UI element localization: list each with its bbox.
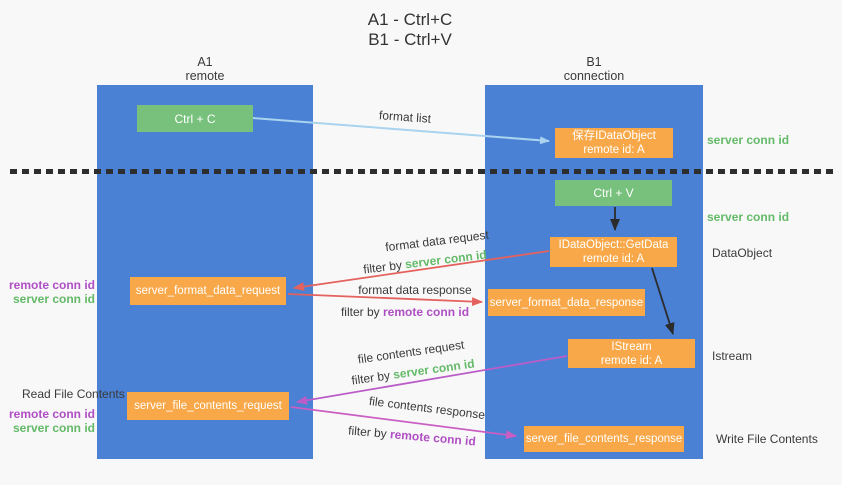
lane-b1-id: B1 xyxy=(586,55,602,69)
lane-b1-role: connection xyxy=(563,69,625,83)
node-format-response-label: server_format_data_response xyxy=(489,296,644,309)
remote-conn-id-term: remote conn id xyxy=(383,305,470,319)
annotation-conn-ids-file: remote conn id server conn id xyxy=(0,407,95,435)
node-save-idataobject: 保存IDataObject remote id: A xyxy=(555,128,673,158)
annotation-server-conn-id-2: server conn id xyxy=(12,421,95,435)
annotation-remote-conn-id-1: remote conn id xyxy=(8,278,95,292)
node-ctrl-v: Ctrl + V xyxy=(555,180,672,206)
annotation-server-conn-id-mid-right: server conn id xyxy=(707,210,790,224)
filter-by-text: filter by xyxy=(347,423,388,441)
filter-by-text: filter by xyxy=(362,257,403,277)
node-server-file-contents-response: server_file_contents_response xyxy=(524,426,684,452)
annotation-remote-conn-id-2: remote conn id xyxy=(8,407,95,421)
remote-conn-id-term: remote conn id xyxy=(389,427,477,449)
node-ctrl-c-label: Ctrl + C xyxy=(174,111,216,126)
node-server-format-data-request: server_format_data_request xyxy=(130,277,286,305)
label-format-list: format list xyxy=(378,108,432,126)
node-file-response-label: server_file_contents_response xyxy=(525,433,683,445)
label-filter-by-server-conn-id-1: filter by server conn id xyxy=(363,247,488,276)
lane-a1-id: A1 xyxy=(197,55,213,69)
label-file-contents-response: file contents response xyxy=(368,393,486,423)
annotation-dataobject: DataObject xyxy=(712,246,773,260)
annotation-istream: Istream xyxy=(712,349,753,363)
node-istream: IStream remote id: A xyxy=(568,339,695,368)
lane-header-b1: B1 connection xyxy=(564,55,624,83)
annotation-read-file-contents: Read File Contents xyxy=(22,387,125,401)
title-line-2: B1 - Ctrl+V xyxy=(368,30,452,49)
filter-by-text: filter by xyxy=(350,368,391,388)
annotation-conn-ids-format: remote conn id server conn id xyxy=(0,278,95,306)
node-ctrl-v-label: Ctrl + V xyxy=(593,186,634,200)
node-server-format-data-response: server_format_data_response xyxy=(488,289,645,316)
annotation-server-conn-id-top-right: server conn id xyxy=(707,133,790,147)
node-ctrl-c: Ctrl + C xyxy=(137,105,253,132)
dotted-separator-line xyxy=(10,169,836,174)
annotation-write-file-contents: Write File Contents xyxy=(716,432,818,446)
label-format-data-response: format data response xyxy=(358,283,472,297)
node-save-idataobject-line1: 保存IDataObject xyxy=(572,130,656,142)
title-line-1: A1 - Ctrl+C xyxy=(367,10,453,29)
diagram-title: A1 - Ctrl+C B1 - Ctrl+V xyxy=(368,10,453,50)
annotation-server-conn-id-1: server conn id xyxy=(12,292,95,306)
node-getdata-line2: remote id: A xyxy=(582,253,645,265)
node-file-request-label: server_file_contents_request xyxy=(134,400,282,412)
label-filter-by-remote-conn-id-2: filter by remote conn id xyxy=(348,423,477,448)
node-save-idataobject-line2: remote id: A xyxy=(583,144,645,156)
node-server-file-contents-request: server_file_contents_request xyxy=(127,392,289,420)
filter-by-text: filter by xyxy=(340,305,380,319)
lane-header-a1: A1 remote xyxy=(186,55,225,83)
server-conn-id-term: server conn id xyxy=(392,356,476,382)
lane-a1-role: remote xyxy=(185,69,225,83)
label-filter-by-remote-conn-id-1: filter by remote conn id xyxy=(341,305,469,319)
server-conn-id-term: server conn id xyxy=(404,247,488,272)
node-istream-line2: remote id: A xyxy=(600,354,663,367)
node-istream-line1: IStream xyxy=(611,340,652,353)
node-format-request-label: server_format_data_request xyxy=(135,285,281,297)
node-idataobject-getdata: IDataObject::GetData remote id: A xyxy=(550,237,677,267)
node-getdata-line1: IDataObject::GetData xyxy=(558,239,669,251)
